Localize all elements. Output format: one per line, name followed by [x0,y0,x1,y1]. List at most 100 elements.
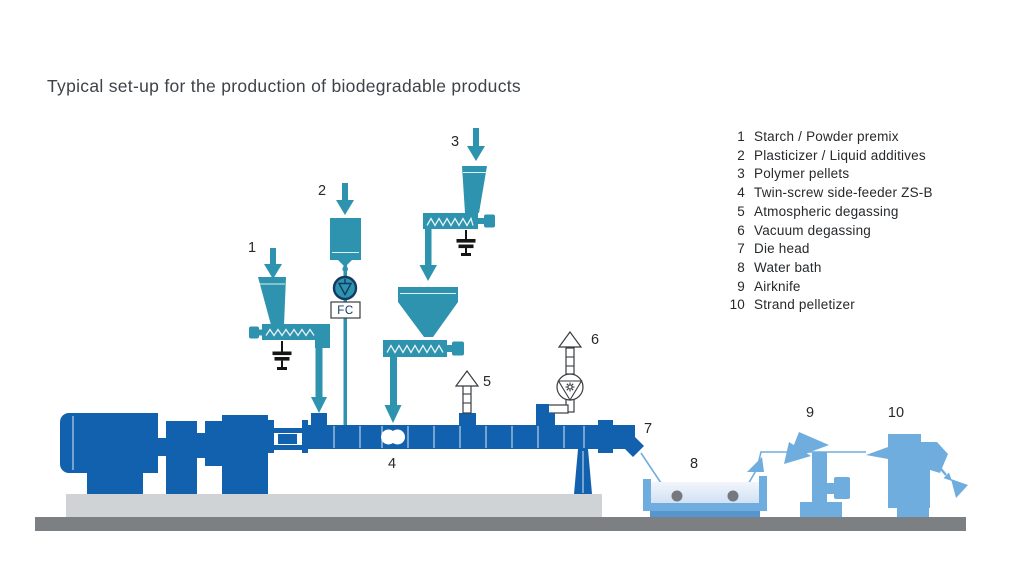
legend-item: 4 Twin-screw side-feeder ZS-B [718,184,933,203]
liquid-line [343,264,347,425]
legend-item-label: Die head [754,241,810,257]
legend-item: 9 Airknife [718,278,933,297]
side-feeder-hopper-top [398,287,458,302]
callout-9: 9 [806,405,814,421]
screw-feeder-4 [383,340,464,357]
legend-item-label: Airknife [754,278,801,294]
die-head-7 [598,420,644,457]
vent-pipe [565,347,575,375]
page-title: Typical set-up for the production of bio… [47,76,521,96]
guide-roller [727,490,739,502]
callout-6: 6 [591,332,599,348]
legend-item-number: 6 [737,222,745,238]
strand-pelletizer-10 [866,434,968,517]
liquid-tank [330,218,361,260]
floor [35,517,966,531]
drive-motor [60,413,158,494]
callout-8: 8 [690,456,698,472]
bath-bottom [643,503,767,511]
pelletizer-body [888,434,948,508]
vacuum-port [536,413,555,425]
pump-icon [332,275,358,301]
machine-platform [66,494,602,517]
airknife-post [812,452,827,504]
vacuum-degassing-6 [536,330,584,425]
load-cell-icon [272,341,292,370]
legend-item-number: 8 [737,259,745,275]
outlet-arrow-4 [384,357,402,423]
extruder-barrel [308,413,598,449]
airknife-box [834,477,850,499]
knob [452,341,464,356]
callout-10: 10 [888,405,904,421]
legend-item: 6 Vacuum degassing [718,222,933,241]
tank-nozzle [338,260,352,266]
legend-item-number: 3 [737,166,745,182]
strand-guide [747,457,764,472]
legend-item-label: Plasticizer / Liquid additives [754,147,926,163]
flow-controller-box: FC [330,301,361,319]
pelletizer-base [897,508,929,517]
hopper-1 [258,277,286,325]
legend-item-label: Strand pelletizer [754,297,855,313]
twin-screw-icon [381,429,405,445]
atmospheric-degassing-5 [454,369,480,414]
degassing-port-5 [459,413,476,425]
knob-stem [478,218,484,224]
legend-item: 2 Plasticizer / Liquid additives [718,147,933,166]
gearbox [158,415,268,494]
knob [249,326,259,339]
vent-triangle-icon [557,330,583,348]
vacuum-pump-icon [556,373,584,402]
screw-feeder-3 [423,213,495,229]
outlet-arrow-1 [311,340,327,413]
legend-item-number: 5 [737,203,745,219]
legend-item-number: 2 [737,147,745,163]
pelletizer-inlet [866,447,888,459]
callout-4: 4 [388,456,396,472]
feeder-2-liquid: FC [330,183,361,425]
water [646,482,760,506]
pellet-cone [951,479,968,498]
bath-wall-right [759,476,767,511]
hopper-3 [462,166,487,213]
knob-stem [259,329,264,336]
airknife-9 [784,432,850,517]
legend-item-number: 4 [737,185,745,201]
inlet-arrow-1 [264,248,282,279]
water-bath-8 [643,457,767,517]
feed-port-1 [311,413,327,425]
bath-base [650,511,760,517]
pellet-outlet-arrow [935,462,952,481]
legend-item-label: Twin-screw side-feeder ZS-B [754,185,933,201]
legend-item: 8 Water bath [718,259,933,278]
bath-wall-left [643,479,651,511]
legend-item-label: Water bath [754,259,822,275]
load-cell-icon [456,230,476,256]
feeder-1-starch [249,248,330,413]
diagram-callouts: 1 2 3 4 5 6 7 8 9 10 [248,134,904,472]
airknife-base [800,502,842,517]
legend-item-label: Vacuum degassing [754,222,872,238]
legend-item-label: Starch / Powder premix [754,129,899,144]
knob [484,214,495,228]
legend-item-number: 9 [737,278,745,294]
vent-triangle-icon [454,369,480,387]
callout-7: 7 [644,421,652,437]
feeder-3-pellets [419,128,495,281]
callout-3: 3 [451,134,459,150]
die-diamond [622,435,644,457]
inlet-arrow-3 [467,128,485,161]
outlet-arrow-3 [419,229,437,281]
barrel-segment-lines [333,426,585,448]
airknife-blade-lower [784,442,811,464]
motor-foot [87,473,143,494]
callout-5: 5 [483,374,491,390]
